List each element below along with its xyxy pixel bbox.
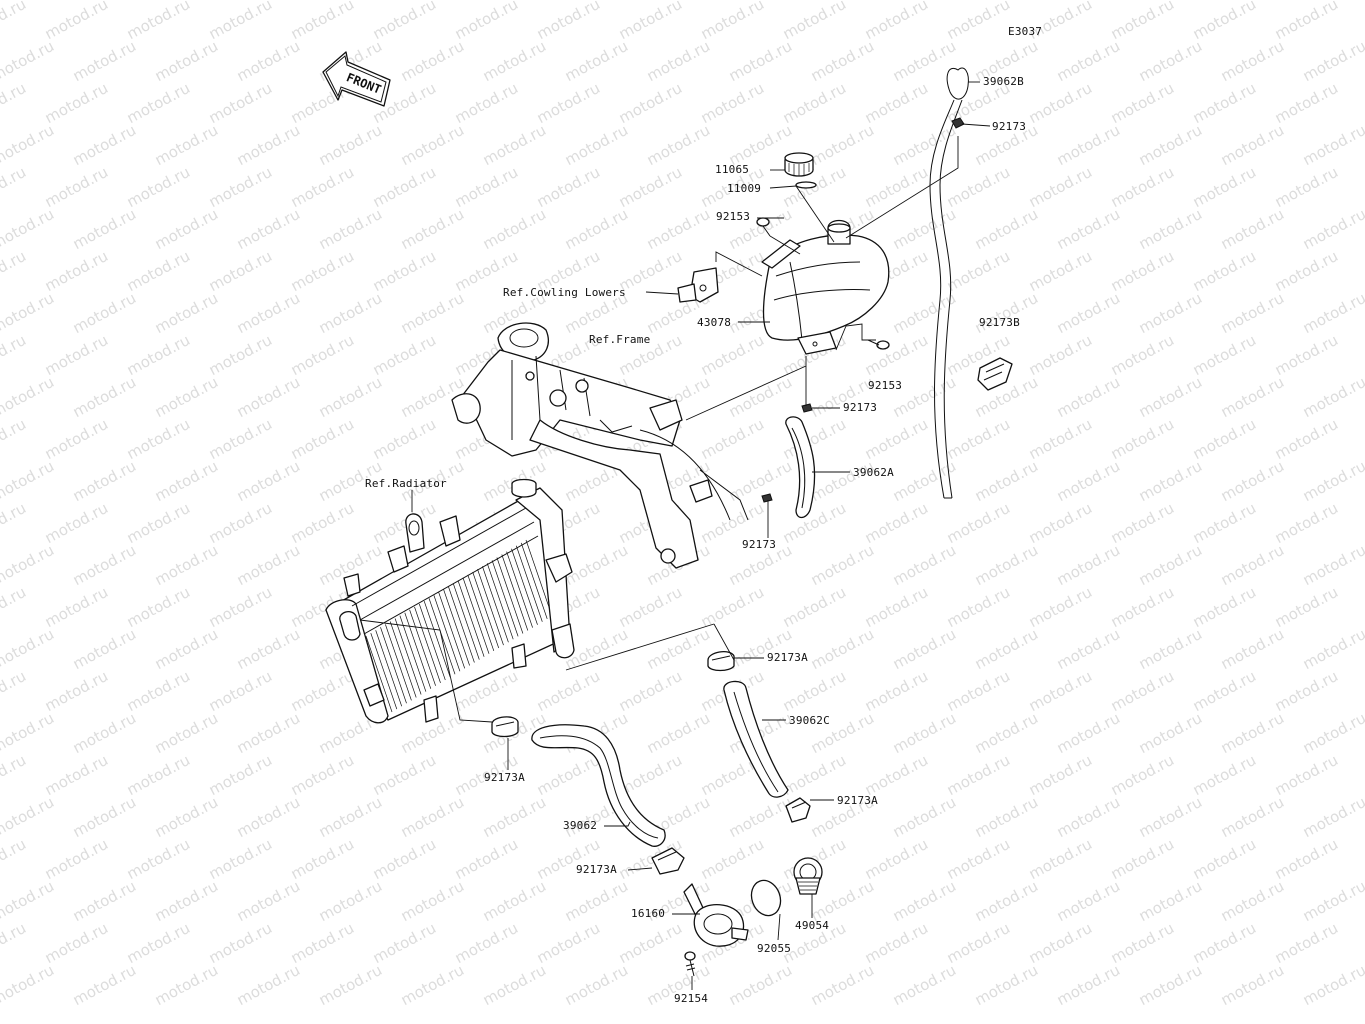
- part-label-92173a-2[interactable]: 92173A: [837, 794, 878, 807]
- hose-39062c: [723, 680, 789, 798]
- part-label-39062a[interactable]: 39062A: [853, 466, 894, 479]
- radiator-fin-line: [482, 566, 509, 643]
- part-label-16160[interactable]: 16160: [631, 907, 666, 920]
- radiator-fin-line: [385, 624, 412, 701]
- radiator-fin-line: [457, 580, 485, 657]
- ref-label-cowling-lowers[interactable]: Ref.Cowling Lowers: [503, 286, 626, 299]
- radiator-fin-line: [428, 598, 456, 675]
- radiator-fin-line: [520, 542, 548, 620]
- hose-39062a: [785, 416, 816, 519]
- reservoir-cap-11065: [784, 152, 814, 177]
- clip-92173a-2: [785, 797, 811, 823]
- hose-39062: [531, 724, 666, 847]
- part-label-92173-low[interactable]: 92173: [742, 538, 777, 551]
- frame-assembly: [451, 322, 749, 569]
- radiator-fin-line: [467, 574, 495, 652]
- radiator-fin-line: [496, 557, 524, 634]
- bolt-92153-left: [756, 217, 771, 237]
- radiator-fin-line: [389, 621, 417, 698]
- part-label-92153-right[interactable]: 92153: [868, 379, 903, 392]
- cap-gasket-11009: [795, 181, 817, 189]
- radiator-fin-line: [365, 635, 393, 713]
- radiator-fin-line: [525, 539, 553, 617]
- coolant-reservoir-43078: [761, 219, 890, 355]
- bolt-92153-right: [867, 339, 890, 350]
- o-ring-92055: [750, 879, 782, 917]
- clip-92173a-3: [491, 716, 519, 738]
- radiator-fin-line: [404, 612, 432, 689]
- radiator-fin-line: [380, 627, 407, 704]
- part-label-92173a-4[interactable]: 92173A: [576, 863, 617, 876]
- part-label-92173a-1[interactable]: 92173A: [767, 651, 808, 664]
- part-label-39062c[interactable]: 39062C: [789, 714, 830, 727]
- radiator-fin-line: [472, 571, 500, 649]
- clip-92173-low: [761, 493, 773, 503]
- radiator-fin-line: [452, 583, 480, 660]
- part-label-92173-top[interactable]: 92173: [992, 120, 1027, 133]
- clip-92173-mid: [801, 403, 813, 413]
- part-label-49054[interactable]: 49054: [795, 919, 830, 932]
- ref-label-radiator[interactable]: Ref.Radiator: [365, 477, 447, 490]
- radiator-fin-line: [506, 551, 533, 628]
- part-label-11009[interactable]: 11009: [727, 182, 762, 195]
- cowling-bracket: [677, 267, 719, 303]
- radiator-fin-line: [438, 592, 466, 669]
- radiator-fin-line: [409, 609, 436, 686]
- leader-lines: [359, 81, 991, 990]
- radiator-fin-line: [394, 618, 422, 695]
- part-label-39062b[interactable]: 39062B: [983, 75, 1024, 88]
- radiator-assembly: [325, 478, 575, 724]
- thermostat-49054: [793, 857, 823, 895]
- radiator-fin-line: [370, 632, 398, 710]
- radiator-fin-line: [414, 606, 441, 684]
- part-label-92153-left[interactable]: 92153: [716, 210, 751, 223]
- radiator-fin-line: [486, 563, 514, 640]
- part-label-43078[interactable]: 43078: [697, 316, 732, 329]
- radiator-fin-line: [511, 548, 538, 625]
- diagram-code: E3037: [1008, 25, 1043, 38]
- part-label-92154[interactable]: 92154: [674, 992, 709, 1005]
- water-pump-16160: [683, 883, 749, 947]
- radiator-fin-line: [418, 603, 446, 681]
- radiator-fin-line: [375, 630, 403, 707]
- radiator-fin-line: [399, 615, 427, 692]
- part-label-92055[interactable]: 92055: [757, 942, 792, 955]
- ref-label-frame[interactable]: Ref.Frame: [589, 333, 651, 346]
- part-label-92173b[interactable]: 92173B: [979, 316, 1020, 329]
- radiator-fin-line: [515, 545, 543, 622]
- clip-92173a-1: [707, 650, 735, 672]
- part-label-39062[interactable]: 39062: [563, 819, 598, 832]
- clip-92173a-4: [651, 847, 685, 875]
- radiator-fin-line: [443, 589, 470, 666]
- part-label-11065[interactable]: 11065: [715, 163, 750, 176]
- overflow-hose-39062b: [929, 67, 969, 499]
- front-arrow-icon: FRONT: [322, 51, 391, 107]
- radiator-fin-line: [491, 560, 519, 637]
- radiator-fin-line: [448, 586, 475, 663]
- clip-92173b: [977, 357, 1013, 391]
- radiator-fin-line: [423, 600, 451, 678]
- radiator-fin-line: [433, 595, 461, 672]
- radiator-fin-line: [462, 577, 490, 654]
- bolt-92154: [684, 951, 696, 977]
- part-label-92173a-3[interactable]: 92173A: [484, 771, 525, 784]
- part-label-92173-mid[interactable]: 92173: [843, 401, 878, 414]
- radiator-fin-line: [501, 554, 529, 631]
- radiator-fin-line: [477, 568, 504, 646]
